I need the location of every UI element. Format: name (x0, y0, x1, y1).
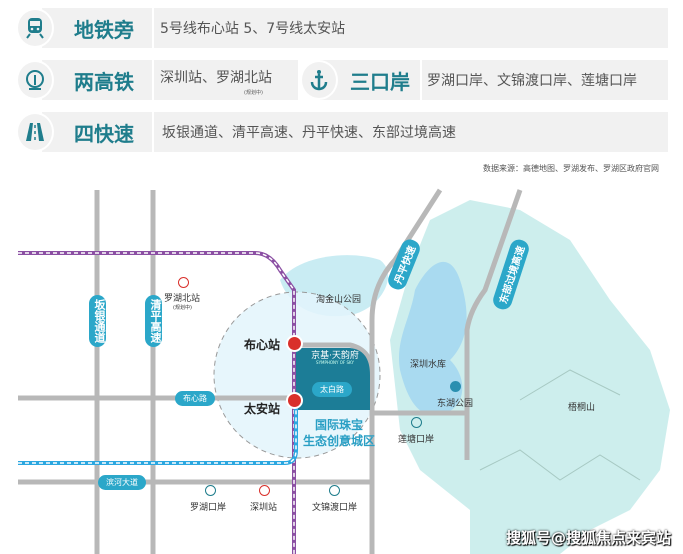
expressway-label: 四快速 (74, 121, 134, 146)
metro-text: 5号线布心站 5、7号线太安站 (160, 21, 346, 37)
station-luohu-north: 罗湖北站 (164, 294, 201, 304)
station-icon (286, 392, 303, 409)
row-label-bg (42, 8, 152, 48)
zone-line1: 国际珠宝 (314, 418, 363, 432)
ports-label: 三口岸 (350, 69, 410, 94)
project-subtitle: SYMPHONY OF SKY (316, 360, 354, 365)
rail-station-icon (259, 485, 270, 496)
metro-label: 地铁旁 (74, 17, 134, 42)
zone-line2: 生态创意城区 (303, 434, 376, 448)
park-icon (450, 381, 461, 392)
place-reservoir: 深圳水库 (410, 360, 447, 370)
station-shenzhen: 深圳站 (250, 503, 278, 513)
place-donghu: 东湖公园 (437, 399, 474, 409)
location-map: 坂银通道 清平高速 丹平快速 东部过境高速 布心路 滨河大道 太白路 布心站 太… (0, 180, 683, 554)
train-icon (16, 8, 54, 48)
metro-text-box (154, 8, 668, 48)
hsr-label: 两高铁 (74, 69, 134, 94)
reservoir-area (398, 261, 467, 416)
project-name: 京基·天韵府 (311, 351, 359, 361)
ports-text: 罗湖口岸、文锦渡口岸、莲塘口岸 (427, 73, 637, 89)
mountain-ridge (519, 369, 621, 401)
data-source: 数据来源：高德地图、罗湖发布、罗湖区政府官网 (483, 164, 659, 173)
row-label-bg (42, 60, 152, 100)
road-label-binhe: 滨河大道 (98, 475, 146, 490)
port-icon (411, 417, 422, 428)
highway-icon (16, 112, 54, 152)
mountain-ridge (479, 449, 641, 481)
road-label-taibai: 太白路 (312, 382, 352, 397)
road-label-banyin: 坂银通道 (89, 295, 106, 347)
place-taojinshan: 淘金山公园 (316, 295, 362, 305)
port-luohu: 罗湖口岸 (190, 503, 227, 513)
ports-text-box (422, 60, 668, 100)
expressway-text-box (154, 112, 668, 152)
port-icon (329, 485, 340, 496)
hsr-note: (规划中) (244, 90, 263, 96)
station-buxin: 布心站 (244, 338, 281, 352)
anchor-icon (300, 60, 338, 100)
station-note: (规划中) (173, 305, 192, 311)
metro-lines (18, 251, 298, 554)
place-wutong: 梧桐山 (568, 403, 596, 413)
row-label-bg (42, 112, 152, 152)
road-label-qingping: 清平高速 (145, 295, 162, 347)
map-graphics (18, 188, 670, 554)
expressway-text: 坂银通道、清平高速、丹平快速、东部过境高速 (162, 125, 456, 141)
road-label-buxin: 布心路 (175, 391, 215, 406)
port-liantang: 莲塘口岸 (398, 435, 435, 445)
port-icon (205, 485, 216, 496)
high-speed-rail-icon (16, 60, 54, 100)
hsr-text-box (154, 60, 298, 100)
watermark: 搜狐号@搜狐焦点来宾站 (505, 529, 671, 547)
zone-label: 国际珠宝生态创意城区 (303, 417, 375, 449)
station-taian: 太安站 (244, 402, 281, 416)
station-icon (286, 335, 303, 352)
hsr-text: 深圳站、罗湖北站 (160, 70, 272, 86)
port-wenjindu: 文锦渡口岸 (312, 503, 358, 513)
rail-station-icon (178, 277, 189, 288)
